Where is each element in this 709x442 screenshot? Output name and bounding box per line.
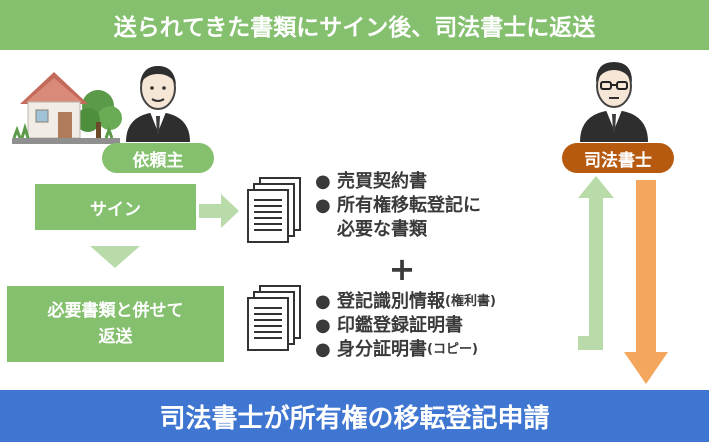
documents-icon [247,285,301,351]
return-documents-box: 必要書類と併せて 返送 [7,286,224,362]
bullet-icon: ● [315,315,331,336]
return-arrow-icon [578,176,614,350]
plus-icon: + [388,250,416,288]
client-label-text: 依頼主 [132,150,184,171]
orange-down-arrow-icon [624,180,668,384]
scrivener-label: 司法書士 [562,143,674,173]
list-item: ● 登記識別情報(権利書) [315,291,496,312]
bullet-icon: ● [315,339,331,360]
right-arrow-icon [199,194,239,228]
list-item: ● 印鑑登録証明書 [315,315,463,336]
down-arrow-icon [90,246,140,268]
document-list-1: ● 売買契約書 ● 所有権移転登記に 必要な書類 [315,170,555,242]
list-item: 必要な書類 [337,219,427,240]
bullet-icon: ● [315,171,331,192]
scrivener-label-text: 司法書士 [584,150,652,171]
sign-step-text: サイン [90,199,141,220]
footer-banner: 司法書士が所有権の移転登記申請 [0,390,709,442]
bullet-icon: ● [315,195,331,216]
bullet-icon: ● [315,291,331,312]
house-icon [12,72,122,144]
document-list-2: ● 登記識別情報(権利書) ● 印鑑登録証明書 ● 身分証明書(コピー) [315,290,575,362]
header-banner: 送られてきた書類にサイン後、司法書士に返送 [0,0,709,50]
footer-title: 司法書士が所有権の移転登記申請 [159,403,550,434]
return-step-line2: 返送 [98,327,133,347]
list-item: ● 売買契約書 [315,171,427,192]
return-step-line1: 必要書類と併せて [47,301,184,321]
return-arrow-foot [578,336,603,350]
documents-icon [247,177,301,243]
client-person-icon [126,66,190,142]
sign-step-box: サイン [35,184,196,230]
client-label: 依頼主 [102,143,214,173]
scrivener-person-icon [580,62,648,142]
list-item: ● 所有権移転登記に [315,195,481,216]
list-item: ● 身分証明書(コピー) [315,339,478,360]
header-title: 送られてきた書類にサイン後、司法書士に返送 [113,15,596,41]
